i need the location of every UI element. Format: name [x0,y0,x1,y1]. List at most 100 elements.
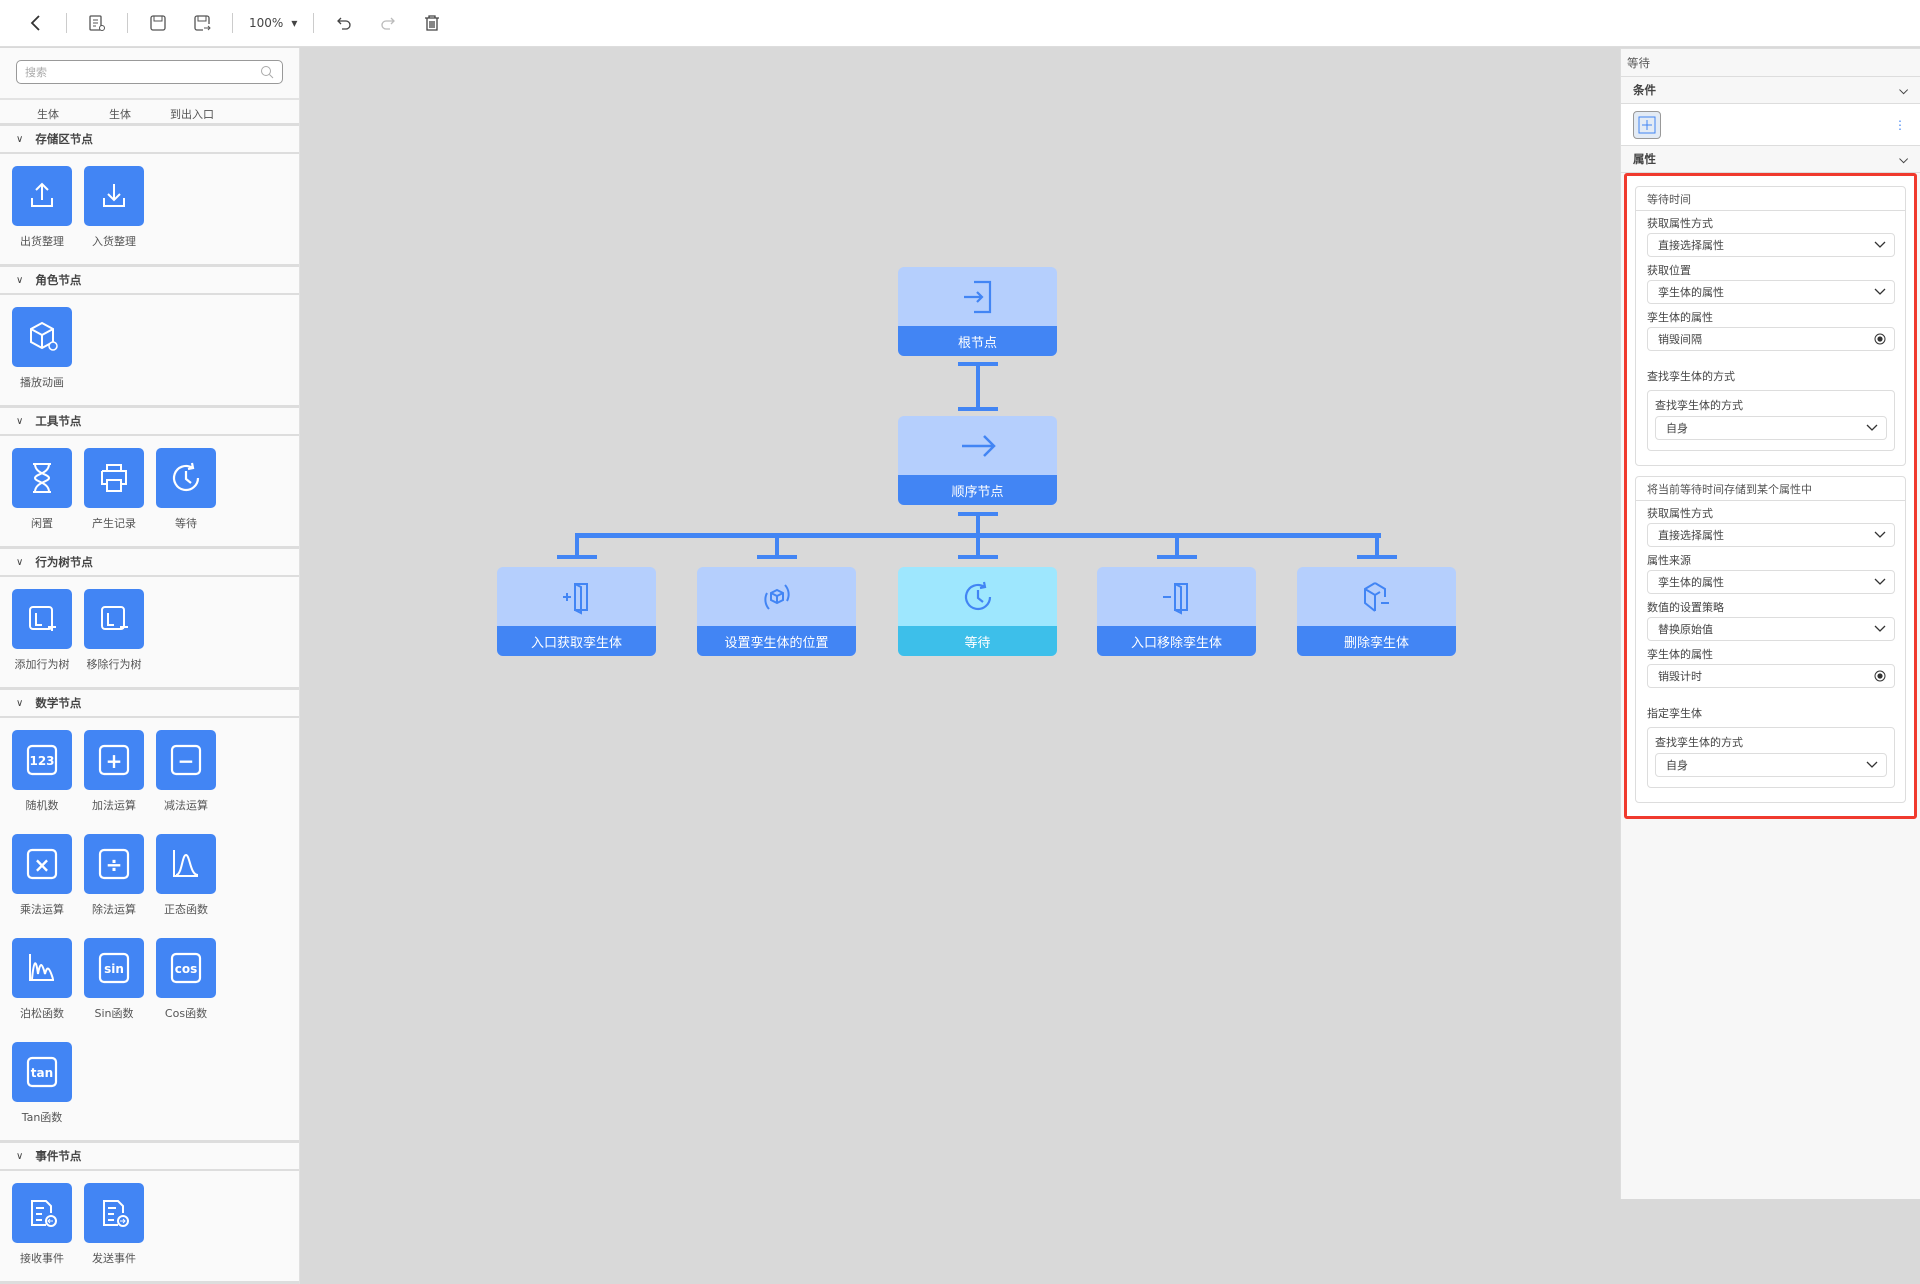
connector [958,555,998,559]
svg-text:+: + [106,749,123,773]
tile-label[interactable]: 生体 [37,108,59,121]
section-header[interactable]: ∨工具节点 [0,408,299,436]
root-node[interactable]: 根节点 [898,267,1057,356]
chevron-down-icon: ⌵ [1899,82,1908,97]
cube-play-icon [12,307,72,367]
section-header[interactable]: ∨行为树节点 [0,549,299,577]
properties-header[interactable]: 属性⌵ [1621,146,1920,173]
upload-icon [12,166,72,226]
node-tile[interactable]: 接收事件 [12,1183,84,1265]
more-icon[interactable]: ⋮ [1894,117,1906,132]
property-picker[interactable]: 销毁计时 [1647,664,1895,688]
select-field[interactable]: 替换原始值 [1647,617,1895,641]
node-tile[interactable]: 入货整理 [84,166,156,248]
delete-icon[interactable] [416,7,448,39]
behavior-tree-canvas[interactable]: 根节点 顺序节点 入口获取孪生体设置孪生体的位置 等待入口移除孪生体 删除孪生体 [300,48,1620,1199]
node-tile[interactable]: ×乘法运算 [12,834,84,916]
chevron-down-icon [1874,625,1886,632]
math-123-icon: 123 [12,730,72,790]
node-label: 入口移除孪生体 [1097,626,1256,656]
divider [127,13,128,33]
chevron-down-icon: ∨ [16,697,24,709]
zoom-select[interactable]: 100%▾ [241,16,305,30]
node-tile[interactable]: 闲置 [12,448,84,530]
scrolled-row: 生体 生体 到出入口 [0,100,299,126]
cube-rotate-icon [697,567,856,626]
chevron-down-icon: ∨ [16,556,24,568]
node-tile[interactable]: 产生记录 [84,448,156,530]
settings-doc-icon[interactable] [81,7,113,39]
select-field[interactable]: 直接选择属性 [1647,523,1895,547]
section-header[interactable]: ∨角色节点 [0,267,299,295]
save-as-icon[interactable] [186,7,218,39]
clock-icon [156,448,216,508]
node-tile[interactable]: 泊松函数 [12,938,84,1020]
node-label: 删除孪生体 [1297,626,1456,656]
field-value: 直接选择属性 [1658,529,1724,542]
svg-text:tan: tan [31,1066,53,1080]
tile-label: 乘法运算 [20,903,64,916]
property-picker[interactable]: 销毁间隔 [1647,327,1895,351]
child-node[interactable]: 等待 [898,567,1057,656]
select-field[interactable]: 直接选择属性 [1647,233,1895,257]
node-tile[interactable]: 等待 [156,448,228,530]
tile-label: 加法运算 [92,799,136,812]
svg-text:sin: sin [104,962,124,976]
field-label: 孪生体的属性 [1647,648,1713,661]
panel-title: 等待 [1621,48,1920,77]
tile-label[interactable]: 生体 [109,108,131,121]
tile-label: 出货整理 [20,235,64,248]
tile-label: Tan函数 [21,1111,63,1124]
connector [1175,535,1179,559]
subgroup-label: 指定孪生体 [1647,707,1702,720]
node-tile[interactable]: 发送事件 [84,1183,156,1265]
chevron-down-icon: ∨ [16,133,24,145]
select-field[interactable]: 自身 [1655,753,1887,777]
save-icon[interactable] [142,7,174,39]
node-label: 设置孪生体的位置 [697,626,856,656]
conditions-header[interactable]: 条件⌵ [1621,77,1920,104]
node-tile[interactable]: + 加法运算 [84,730,156,812]
back-button[interactable] [20,7,52,39]
child-node[interactable]: 设置孪生体的位置 [697,567,856,656]
node-tile[interactable]: 出货整理 [12,166,84,248]
properties-label: 属性 [1633,152,1656,166]
svg-text:cos: cos [175,962,198,976]
select-field[interactable]: 自身 [1655,416,1887,440]
conditions-body: ⋮ [1621,104,1920,146]
select-field[interactable]: 孪生体的属性 [1647,570,1895,594]
add-condition-button[interactable] [1633,110,1661,139]
search-input[interactable]: 搜索 [16,60,283,84]
child-node[interactable]: 入口获取孪生体 [497,567,656,656]
tile-label: 播放动画 [20,376,64,389]
search-placeholder: 搜索 [25,66,47,79]
redo-icon[interactable] [372,7,404,39]
node-tile[interactable]: −减法运算 [156,730,228,812]
child-node[interactable]: 删除孪生体 [1297,567,1456,656]
doc-in-icon [12,1183,72,1243]
section-header[interactable]: ∨数学节点 [0,690,299,718]
svg-text:−: − [178,749,195,773]
tile-label[interactable]: 到出入口 [170,108,214,121]
node-tile[interactable]: ÷除法运算 [84,834,156,916]
node-tile[interactable]: 正态函数 [156,834,228,916]
node-tile[interactable]: 播放动画 [12,307,84,389]
field-label: 获取位置 [1647,264,1691,277]
plus-icon [1638,116,1656,133]
tile-label: 移除行为树 [86,658,142,671]
section-header[interactable]: ∨事件节点 [0,1143,299,1171]
node-tile[interactable]: 移除行为树 [84,589,156,671]
chevron-down-icon [1866,761,1878,768]
select-field[interactable]: 孪生体的属性 [1647,280,1895,304]
undo-icon[interactable] [328,7,360,39]
math-÷-icon: ÷ [84,834,144,894]
sequence-node[interactable]: 顺序节点 [898,416,1057,505]
field-label: 查找孪生体的方式 [1655,736,1743,749]
section-header[interactable]: ∨存储区节点 [0,126,299,154]
child-node[interactable]: 入口移除孪生体 [1097,567,1256,656]
node-tile[interactable]: 添加行为树 [12,589,84,671]
